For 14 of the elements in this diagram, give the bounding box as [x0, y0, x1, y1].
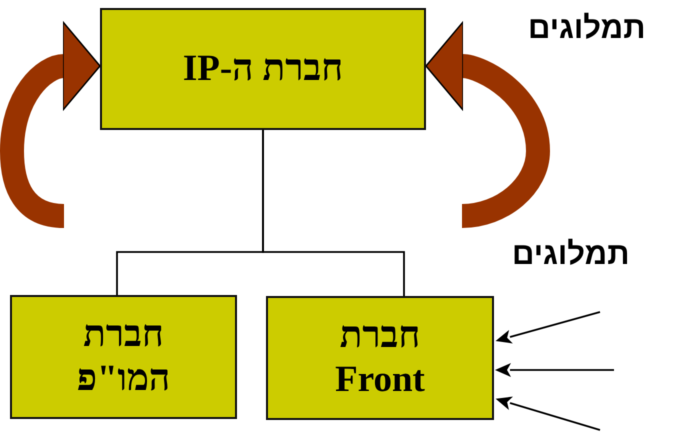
royalties-label: תמלוגים	[512, 236, 630, 272]
royalties-label: תמלוגים	[528, 10, 646, 46]
arrow	[496, 396, 600, 431]
company-box	[100, 8, 426, 130]
arrow	[496, 311, 600, 344]
company-box	[10, 295, 237, 419]
company-name: חברת המו"פ	[76, 312, 172, 401]
curved-arrow	[0, 22, 100, 228]
connector-line	[262, 130, 405, 296]
company-name: חברת Front	[334, 314, 426, 402]
company-box	[266, 296, 494, 420]
company-name: חברת ה-IP	[182, 46, 344, 91]
curved-arrow	[425, 22, 550, 228]
arrow	[495, 363, 614, 377]
